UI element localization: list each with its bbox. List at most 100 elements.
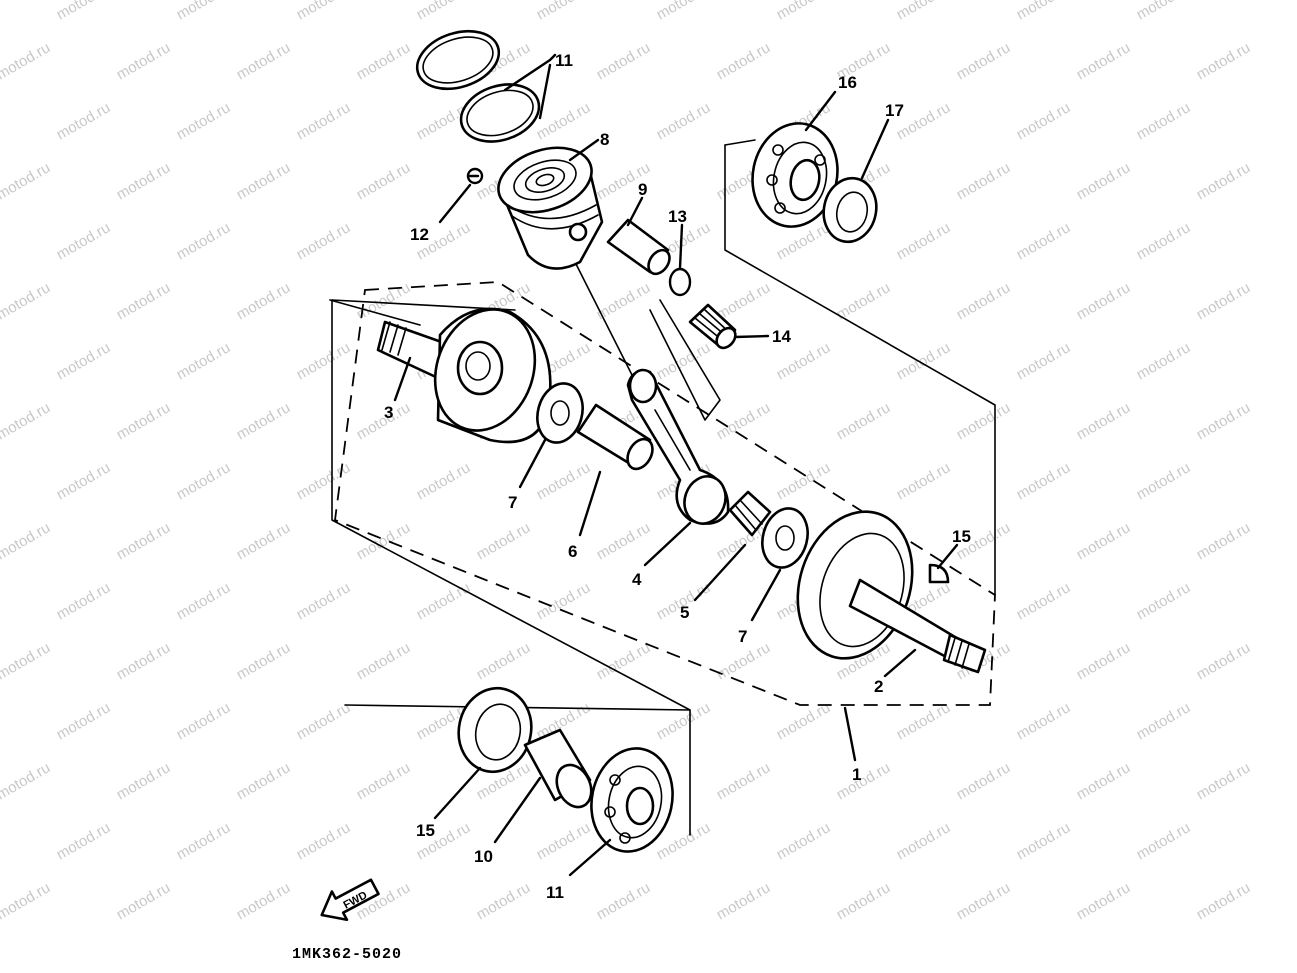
callout-11-left: 12 bbox=[410, 225, 429, 244]
watermark-text: motod.ru bbox=[0, 159, 53, 203]
watermark-text: motod.ru bbox=[294, 699, 354, 743]
callout-3: 3 bbox=[384, 403, 393, 422]
callout-4: 4 bbox=[632, 570, 642, 589]
watermark-text: motod.ru bbox=[54, 0, 114, 23]
watermark-text: motod.ru bbox=[1014, 819, 1074, 863]
watermark-text: motod.ru bbox=[414, 459, 474, 503]
watermark-text: motod.ru bbox=[1014, 99, 1074, 143]
watermark-text: motod.ru bbox=[1074, 39, 1134, 83]
watermark-text: motod.ru bbox=[234, 759, 294, 803]
piston-pin bbox=[606, 218, 671, 276]
callout-9: 9 bbox=[638, 180, 647, 199]
crank-assembly-outline bbox=[334, 281, 996, 706]
connecting-rod bbox=[626, 368, 730, 525]
watermark-text: motod.ru bbox=[1134, 459, 1194, 503]
conrod-guide bbox=[649, 299, 721, 421]
callout-15-lower: 11 bbox=[546, 883, 564, 902]
watermark-text: motod.ru bbox=[354, 519, 414, 563]
watermark-text: motod.ru bbox=[594, 879, 654, 923]
watermark-text: motod.ru bbox=[954, 879, 1014, 923]
watermark-text: motod.ru bbox=[234, 159, 294, 203]
watermark-text: motod.ru bbox=[654, 99, 714, 143]
watermark-text: motod.ru bbox=[174, 0, 234, 23]
watermark-text: motod.ru bbox=[174, 699, 234, 743]
watermark-text: motod.ru bbox=[714, 759, 774, 803]
watermark-text: motod.ru bbox=[1074, 519, 1134, 563]
watermark-text: motod.ru bbox=[1194, 399, 1254, 443]
watermark-text: motod.ru bbox=[234, 639, 294, 683]
callout-16: 17 bbox=[885, 101, 904, 120]
watermark-text: motod.ru bbox=[834, 399, 894, 443]
watermark-text: motod.ru bbox=[354, 639, 414, 683]
callout-1: 1 bbox=[852, 765, 861, 784]
watermark-text: motod.ru bbox=[294, 459, 354, 503]
watermark-text: motod.ru bbox=[474, 519, 534, 563]
callout-labels: 11 8 9 12 13 14 16 17 3 7 6 4 5 7 2 15 1… bbox=[384, 51, 971, 902]
watermark-text: motod.ru bbox=[114, 39, 174, 83]
watermark-text: motod.ru bbox=[774, 459, 834, 503]
watermark-text: motod.ru bbox=[594, 39, 654, 83]
callout-12: 14 bbox=[772, 327, 791, 346]
watermark-text: motod.ru bbox=[354, 39, 414, 83]
watermark-text: motod.ru bbox=[534, 0, 594, 23]
watermark-text: motod.ru bbox=[54, 579, 114, 623]
watermark-text: motod.ru bbox=[1194, 639, 1254, 683]
watermark-text: motod.ru bbox=[954, 159, 1014, 203]
small-end-bearing bbox=[688, 303, 737, 350]
watermark-text: motod.ru bbox=[1194, 759, 1254, 803]
watermark-text: motod.ru bbox=[474, 879, 534, 923]
watermark-text: motod.ru bbox=[1014, 459, 1074, 503]
watermark-text: motod.ru bbox=[174, 459, 234, 503]
callout-2: 2 bbox=[874, 677, 883, 696]
callout-17: 15 bbox=[416, 821, 435, 840]
watermark-text: motod.ru bbox=[1194, 39, 1254, 83]
watermark-text: motod.ru bbox=[1194, 519, 1254, 563]
watermark-text: motod.ru bbox=[1014, 0, 1074, 23]
watermark-text: motod.ru bbox=[1074, 759, 1134, 803]
watermark-text: motod.ru bbox=[594, 519, 654, 563]
watermark-text: motod.ru bbox=[54, 459, 114, 503]
watermark-text: motod.ru bbox=[174, 219, 234, 263]
drawing-code: 1MK362-5020 bbox=[292, 946, 402, 963]
piston bbox=[497, 146, 604, 270]
watermark-text: motod.ru bbox=[1194, 159, 1254, 203]
watermark-text: motod.ru bbox=[54, 339, 114, 383]
watermark-text: motod.ru bbox=[954, 399, 1014, 443]
watermark-text: motod.ru bbox=[1014, 699, 1074, 743]
watermark-text: motod.ru bbox=[894, 0, 954, 23]
watermark-text: motod.ru bbox=[114, 639, 174, 683]
watermark-text: motod.ru bbox=[1134, 0, 1194, 23]
watermark-text: motod.ru bbox=[0, 879, 53, 923]
piston-rings bbox=[415, 29, 541, 143]
watermark-text: motod.ru bbox=[0, 39, 53, 83]
watermark-text: motod.ru bbox=[954, 759, 1014, 803]
watermark-text: motod.ru bbox=[894, 819, 954, 863]
watermark-text: motod.ru bbox=[294, 0, 354, 23]
watermark-text: motod.ru bbox=[714, 879, 774, 923]
watermark-text: motod.ru bbox=[1014, 219, 1074, 263]
watermark-text: motod.ru bbox=[414, 579, 474, 623]
watermark-text: motod.ru bbox=[894, 459, 954, 503]
watermark-text: motod.ru bbox=[174, 819, 234, 863]
callout-7-left: 7 bbox=[508, 493, 517, 512]
crank-group-line bbox=[331, 299, 691, 836]
woodruff-key bbox=[928, 563, 950, 584]
watermark-text: motod.ru bbox=[534, 579, 594, 623]
callout-10: 11 bbox=[555, 51, 573, 70]
watermark-text: motod.ru bbox=[114, 759, 174, 803]
circlip-left bbox=[466, 167, 484, 185]
watermark-text: motod.ru bbox=[294, 219, 354, 263]
watermark-text: motod.ru bbox=[654, 0, 714, 23]
watermark-text: motod.ru bbox=[1074, 279, 1134, 323]
watermark-text: motod.ru bbox=[1014, 579, 1074, 623]
watermark-text: motod.ru bbox=[54, 99, 114, 143]
watermark-text: motod.ru bbox=[0, 279, 53, 323]
watermark-text: motod.ru bbox=[114, 279, 174, 323]
watermark-text: motod.ru bbox=[1074, 639, 1134, 683]
big-end-bearing bbox=[728, 490, 772, 537]
callout-6: 6 bbox=[568, 542, 577, 561]
callout-15-upper: 16 bbox=[838, 73, 857, 92]
watermark-text: motod.ru bbox=[1194, 279, 1254, 323]
watermark-text: motod.ru bbox=[0, 639, 53, 683]
callout-8: 8 bbox=[600, 130, 609, 149]
